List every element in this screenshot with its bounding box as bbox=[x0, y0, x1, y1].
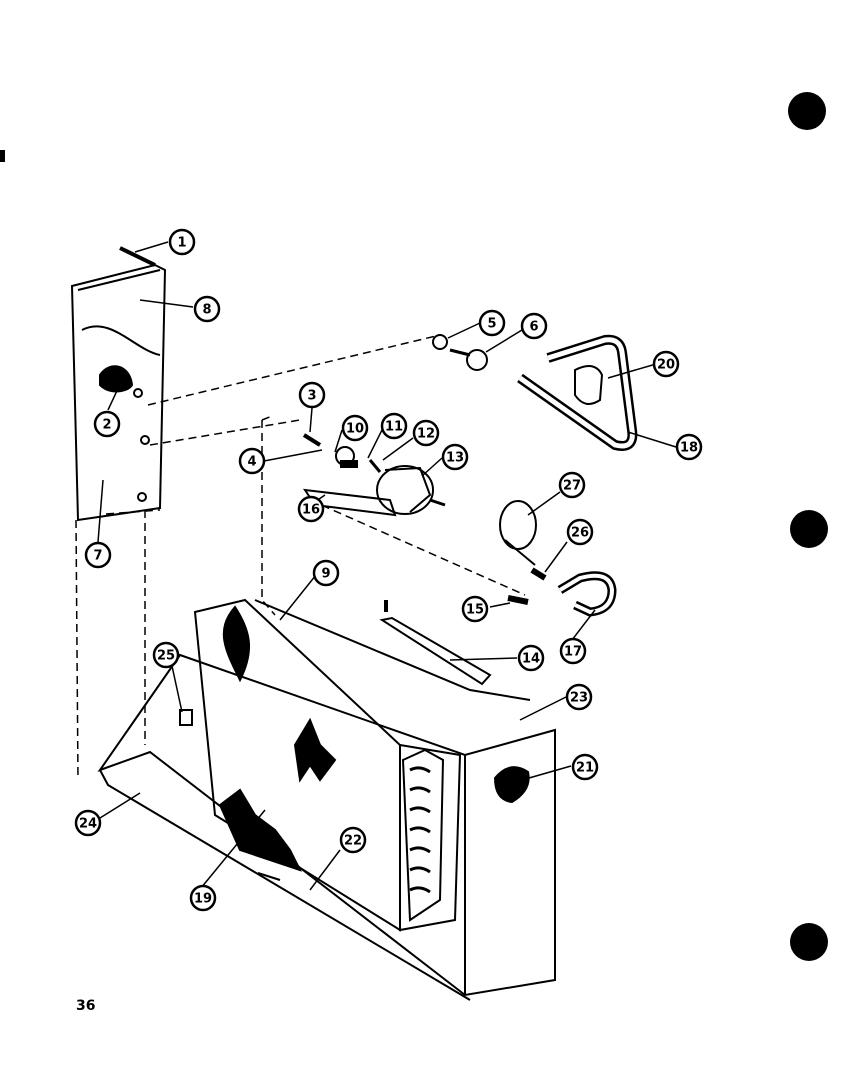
callout-circle bbox=[652, 350, 680, 378]
callout-circle bbox=[312, 559, 340, 587]
callout-10: 10 bbox=[341, 414, 369, 442]
callout-label: 7 bbox=[93, 549, 102, 564]
callout-label: 27 bbox=[563, 479, 581, 494]
callout-label: 16 bbox=[302, 503, 320, 518]
callout-label: 23 bbox=[570, 691, 588, 706]
callout-circle bbox=[517, 644, 545, 672]
callout-circle bbox=[461, 595, 489, 623]
callout-4: 4 bbox=[238, 447, 266, 475]
callout-label: 14 bbox=[522, 652, 540, 667]
callout-circle bbox=[74, 809, 102, 837]
binder-hole-bottom bbox=[790, 923, 828, 961]
callout-19: 19 bbox=[189, 884, 217, 912]
callout-13: 13 bbox=[441, 443, 469, 471]
callout-label: 21 bbox=[576, 761, 594, 776]
callout-label: 20 bbox=[657, 358, 675, 373]
callout-12: 12 bbox=[412, 419, 440, 447]
callout-label: 5 bbox=[487, 317, 496, 332]
callout-label: 11 bbox=[385, 420, 403, 435]
callout-label: 3 bbox=[307, 389, 316, 404]
callout-label: 1 bbox=[177, 236, 186, 251]
callout-circle bbox=[193, 295, 221, 323]
callout-circle bbox=[84, 541, 112, 569]
callout-circle bbox=[675, 433, 703, 461]
callout-label: 10 bbox=[346, 422, 364, 437]
callout-label: 4 bbox=[247, 455, 256, 470]
callout-circle bbox=[571, 753, 599, 781]
callout-circle bbox=[297, 495, 325, 523]
callout-24: 24 bbox=[74, 809, 102, 837]
callout-circle bbox=[380, 412, 408, 440]
callout-16: 16 bbox=[297, 495, 325, 523]
callout-label: 17 bbox=[564, 645, 582, 660]
callout-5: 5 bbox=[478, 309, 506, 337]
callout-label: 22 bbox=[344, 834, 362, 849]
callout-26: 26 bbox=[566, 518, 594, 546]
callout-18: 18 bbox=[675, 433, 703, 461]
callout-8: 8 bbox=[193, 295, 221, 323]
callout-circle bbox=[565, 683, 593, 711]
callout-6: 6 bbox=[520, 312, 548, 340]
callout-label: 26 bbox=[571, 526, 589, 541]
callout-circle bbox=[566, 518, 594, 546]
callout-circle bbox=[520, 312, 548, 340]
callout-27: 27 bbox=[558, 471, 586, 499]
callout-label: 25 bbox=[157, 649, 175, 664]
callout-label: 15 bbox=[466, 603, 484, 618]
callout-2: 2 bbox=[93, 410, 121, 438]
callout-label: 6 bbox=[529, 320, 538, 335]
callout-25: 25 bbox=[152, 641, 180, 669]
callout-label: 12 bbox=[417, 427, 435, 442]
callout-circle bbox=[412, 419, 440, 447]
fan-motor bbox=[376, 465, 446, 515]
cabinet bbox=[97, 598, 556, 1001]
callout-circle bbox=[298, 381, 326, 409]
callout-circle bbox=[478, 309, 506, 337]
callout-label: 9 bbox=[321, 567, 330, 582]
callout-circle bbox=[441, 443, 469, 471]
callout-17: 17 bbox=[559, 637, 587, 665]
callout-9: 9 bbox=[312, 559, 340, 587]
callout-label: 13 bbox=[446, 451, 464, 466]
callout-circle bbox=[238, 447, 266, 475]
callout-label: 2 bbox=[102, 418, 111, 433]
callout-15: 15 bbox=[461, 595, 489, 623]
callout-circle bbox=[558, 471, 586, 499]
callout-21: 21 bbox=[571, 753, 599, 781]
binder-hole-top bbox=[788, 92, 826, 130]
callout-7: 7 bbox=[84, 541, 112, 569]
callout-23: 23 bbox=[565, 683, 593, 711]
callout-circle bbox=[152, 641, 180, 669]
callout-20: 20 bbox=[652, 350, 680, 378]
callout-label: 19 bbox=[194, 892, 212, 907]
callout-14: 14 bbox=[517, 644, 545, 672]
binder-hole-middle bbox=[790, 510, 828, 548]
control-panel-assembly bbox=[70, 263, 167, 522]
callout-3: 3 bbox=[298, 381, 326, 409]
callout-11: 11 bbox=[380, 412, 408, 440]
callout-label: 8 bbox=[202, 303, 211, 318]
callout-22: 22 bbox=[339, 826, 367, 854]
callout-circle bbox=[341, 414, 369, 442]
callout-circle bbox=[559, 637, 587, 665]
page-number: 36 bbox=[76, 998, 96, 1014]
callout-label: 18 bbox=[680, 441, 698, 456]
callout-label: 24 bbox=[79, 817, 97, 832]
callout-circle bbox=[189, 884, 217, 912]
callout-1: 1 bbox=[168, 228, 196, 256]
callout-circle bbox=[339, 826, 367, 854]
callout-circle bbox=[168, 228, 196, 256]
callout-circle bbox=[93, 410, 121, 438]
